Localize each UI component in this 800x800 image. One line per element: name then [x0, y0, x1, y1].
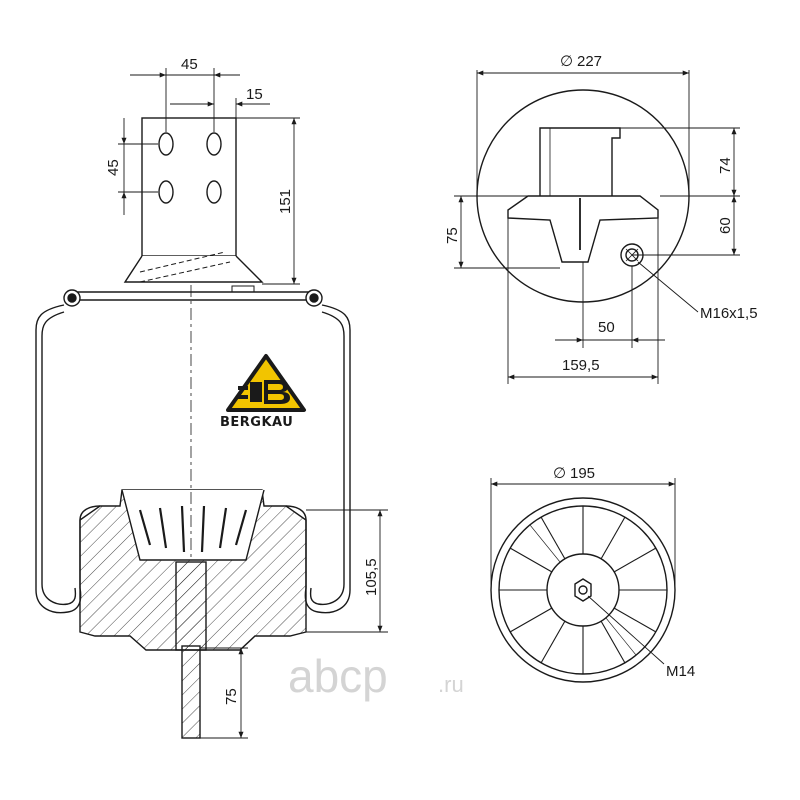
- bottom-view-dimensions: [490, 478, 676, 665]
- dim-bottom-diameter-symbol: ∅: [553, 465, 566, 482]
- mounting-bracket: [123, 117, 264, 297]
- dim-stud-length: 75: [223, 688, 240, 705]
- brand-logo: BERGKAU: [220, 354, 306, 430]
- dim-top-left: 75: [444, 227, 461, 244]
- watermark-suffix: .ru: [438, 672, 464, 697]
- dim-top-upper: 74: [717, 157, 734, 174]
- dim-piston-height: 105,5: [363, 558, 380, 596]
- dim-top-lower: 60: [717, 217, 734, 234]
- dim-top-diameter: 227: [577, 53, 602, 70]
- bolt-slot: [206, 132, 222, 156]
- watermark-text: abcp: [288, 650, 388, 702]
- side-view: [35, 117, 351, 739]
- bolt-slot: [158, 132, 174, 156]
- dim-bottom-thread: M14: [666, 663, 695, 680]
- dim-top-thread: M16x1,5: [700, 305, 758, 322]
- bolt-slot: [206, 180, 222, 204]
- watermark: abcp .ru: [288, 650, 464, 702]
- dim-top-bolt-v: 45: [105, 159, 122, 176]
- dim-top-159: 159,5: [562, 357, 600, 374]
- top-view-dimensions: [454, 70, 740, 384]
- dim-top-50: 50: [598, 319, 615, 336]
- bottom-view: [490, 497, 676, 683]
- dim-top-plate-offset: 15: [246, 86, 263, 103]
- bolt-slot: [158, 180, 174, 204]
- dim-bottom-diameter: 195: [570, 465, 595, 482]
- piston: [79, 489, 307, 739]
- top-plate: [63, 289, 323, 307]
- bellows: [35, 304, 351, 614]
- hex-nut-icon: [574, 578, 592, 602]
- dim-top-bolt-h: 45: [181, 56, 198, 73]
- dim-top-diameter-symbol: ∅: [560, 53, 573, 70]
- dim-bracket-height: 151: [277, 189, 294, 214]
- brand-name: BERGKAU: [220, 415, 293, 430]
- bottom-view-spokes: [499, 506, 667, 674]
- side-view-dimensions: [118, 68, 388, 739]
